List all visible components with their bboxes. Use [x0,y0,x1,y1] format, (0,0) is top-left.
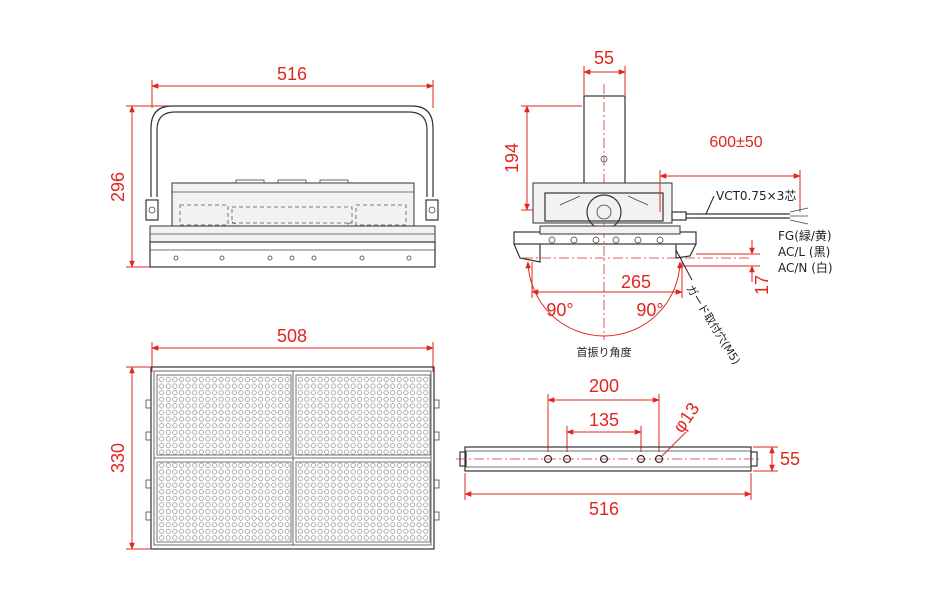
side-view: 55 194 600 [502,48,833,367]
guard-hole-note: ガード取付穴(M5) [683,282,743,367]
led-panel-3 [156,461,292,543]
front-height-label: 296 [108,172,128,202]
bottom-width-label: 508 [277,326,307,346]
bottom-height-label: 330 [108,443,128,473]
hole-pitch-outer-label: 200 [589,376,619,396]
front-view: 516 296 [108,64,439,268]
bracket-view: 200 135 φ13 55 516 [456,376,800,519]
wire-acn: AC/N (白) [778,260,833,275]
cable-length-label: 600±50 [709,134,762,151]
led-panel-4 [295,461,431,543]
led-panel-2 [295,374,431,456]
bottom-view: 508 330 [108,326,440,550]
cable-spec: VCT0.75×3芯 [716,189,796,203]
arm-width-label: 55 [594,48,614,68]
guard-span-label: 265 [621,272,651,292]
wire-fg: FG(緑/黄) [778,228,832,243]
hole-pitch-inner-label: 135 [589,410,619,430]
bracket-depth-label: 55 [780,449,800,469]
front-width-label: 516 [277,64,307,84]
guard-offset-label: 17 [752,275,772,295]
arm-height-label: 194 [502,143,522,173]
led-panel-1 [156,374,292,456]
tilt-right-label: 90° [636,300,663,320]
bracket-length-label: 516 [589,499,619,519]
wire-acl: AC/L (黒) [778,245,830,259]
tilt-left-label: 90° [546,300,573,320]
hole-diameter-label: φ13 [669,399,704,436]
tilt-caption: 首振り角度 [577,345,632,359]
